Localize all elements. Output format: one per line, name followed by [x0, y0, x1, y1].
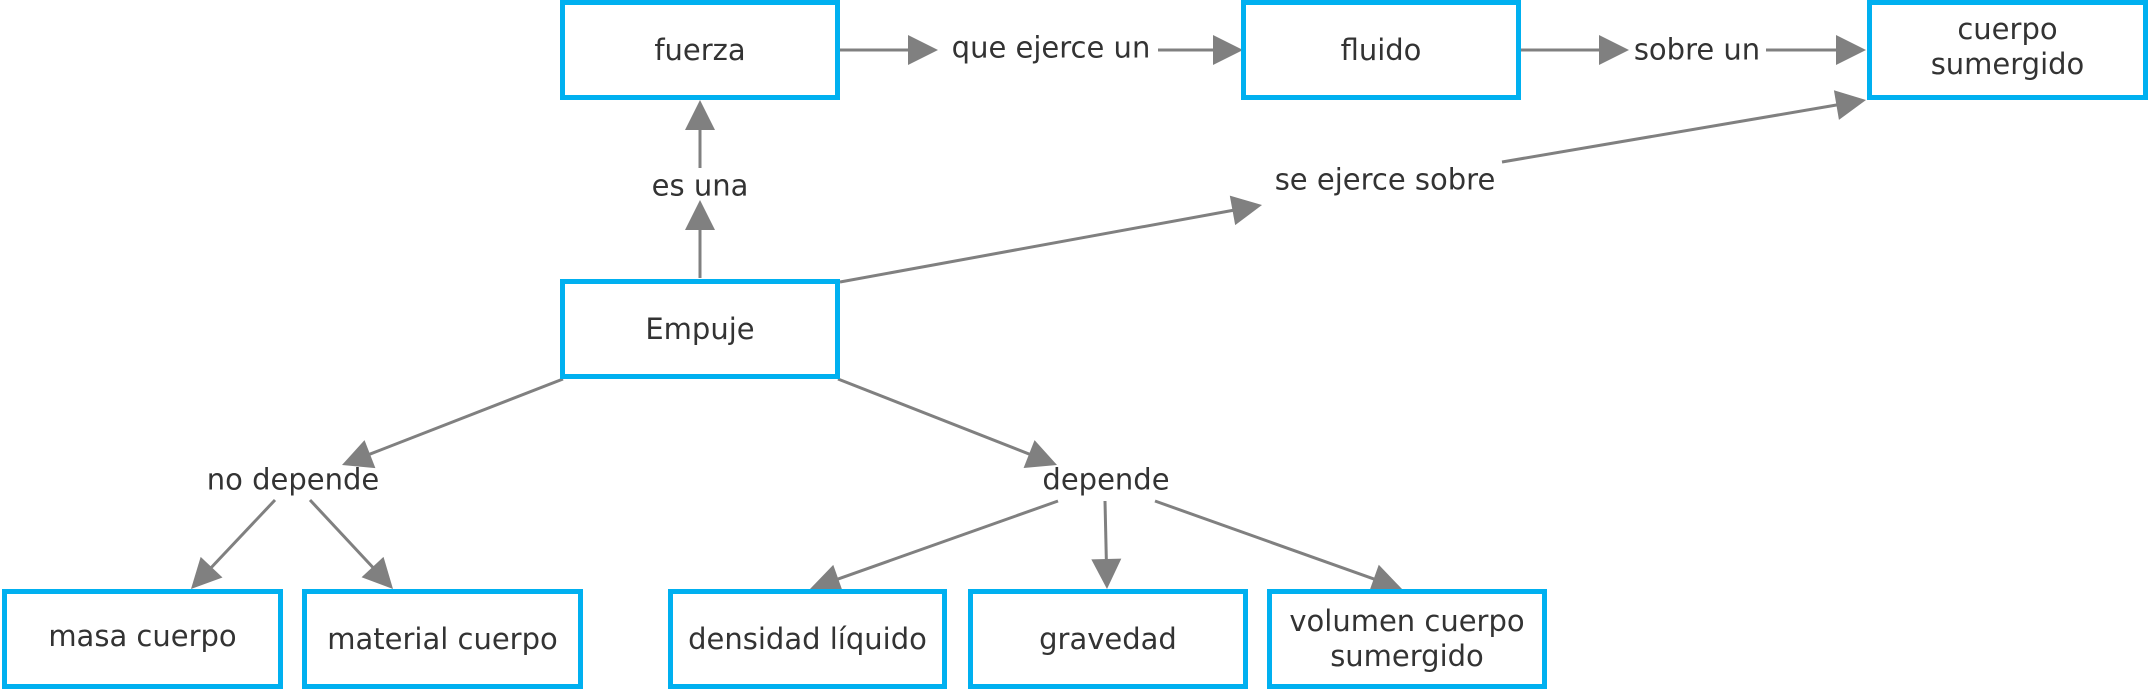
link-label-sobre-un: sobre un [1633, 32, 1761, 67]
link-label-es-una: es una [651, 168, 749, 203]
edge-se-ejerce-sobre-to-cuerpo-line [1501, 103, 1840, 164]
node-empuje[interactable]: Empuje [560, 279, 840, 379]
edge-se-ejerce-sobre-to-cuerpo-arrowhead-icon [1833, 90, 1866, 120]
edge-empuje-to-depende-line [837, 377, 1033, 457]
edge-empuje-to-no-depende-line [366, 377, 564, 457]
edge-empuje-to-no-depende-arrowhead-icon [342, 440, 376, 469]
edge-empuje-to-depende-arrowhead-icon [1023, 440, 1057, 468]
edge-depende-to-densidad-arrowhead-icon [810, 564, 844, 594]
edge-depende-to-volumen-line [1154, 499, 1378, 582]
node-masa-cuerpo[interactable]: masa cuerpo [2, 589, 283, 689]
edge-no-depende-to-masa-arrowhead-icon [191, 556, 223, 589]
edge-depende-to-densidad-line [834, 499, 1059, 582]
edge-empuje-to-es-una-arrowhead-icon [685, 200, 715, 230]
edge-no-depende-to-masa-line [208, 498, 277, 571]
edge-no-depende-to-material-arrowhead-icon [361, 556, 393, 589]
edge-fluido-to-sobre-un-arrowhead-icon [1599, 35, 1629, 65]
node-cuerpo-sumergido[interactable]: cuerpo sumergido [1867, 0, 2148, 100]
edge-empuje-to-se-ejerce-sobre-arrowhead-icon [1229, 195, 1262, 226]
edge-empuje-to-se-ejerce-sobre-line [839, 208, 1236, 284]
edge-es-una-to-fuerza-arrowhead-icon [685, 100, 715, 130]
edge-depende-to-gravedad-line [1103, 500, 1108, 563]
edge-sobre-un-to-cuerpo-arrowhead-icon [1836, 35, 1866, 65]
node-volumen-cuerpo-sumergido[interactable]: volumen cuerpo sumergido [1267, 589, 1547, 689]
edge-depende-to-volumen-arrowhead-icon [1368, 564, 1402, 594]
edge-depende-to-gravedad-arrowhead-icon [1091, 558, 1122, 589]
node-densidad-liquido[interactable]: densidad líquido [668, 589, 947, 689]
arrow-to-que-ejerce-un-arrowhead-icon [908, 35, 938, 65]
link-label-que-ejerce-un: que ejerce un [951, 30, 1151, 65]
node-gravedad[interactable]: gravedad [968, 589, 1248, 689]
node-material-cuerpo[interactable]: material cuerpo [302, 589, 583, 689]
node-fuerza[interactable]: fuerza [560, 0, 840, 100]
edge-no-depende-to-material-line [308, 498, 376, 571]
node-fluido[interactable]: fluido [1241, 0, 1521, 100]
edge-que-ejerce-un-to-fluido-arrowhead-icon [1213, 35, 1243, 65]
link-label-no-depende: no depende [206, 462, 380, 497]
link-label-depende: depende [1042, 462, 1170, 497]
link-label-se-ejerce-sobre: se ejerce sobre [1274, 162, 1496, 197]
